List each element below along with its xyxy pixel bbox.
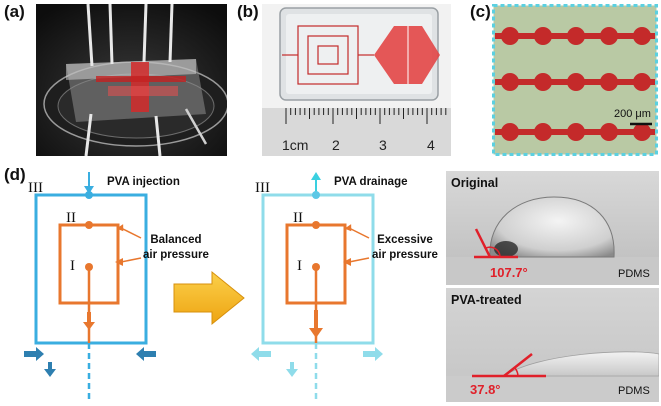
balanced-annot-line1: Balanced bbox=[150, 234, 202, 246]
treated-title: PVA-treated bbox=[451, 293, 522, 307]
panel-label-c: (c) bbox=[470, 2, 491, 21]
treated-angle: 37.8° bbox=[470, 382, 501, 397]
original-angle: 107.7° bbox=[490, 265, 528, 280]
schematic-left: III II I bbox=[24, 172, 156, 402]
scale-bar-label: 200 μm bbox=[614, 108, 651, 120]
channel-bulb bbox=[534, 123, 552, 141]
channel-bulb bbox=[600, 73, 618, 91]
channel-bulb bbox=[567, 27, 585, 45]
panel-label-a: (a) bbox=[4, 2, 25, 21]
ruler-label-3: 3 bbox=[379, 137, 387, 153]
numeral-II-right: II bbox=[293, 210, 303, 226]
channel-bulb bbox=[633, 73, 651, 91]
numeral-I-left: I bbox=[70, 258, 75, 274]
device-photo-a bbox=[36, 4, 227, 156]
channel-bulb bbox=[633, 27, 651, 45]
annotation-arrows-left bbox=[115, 224, 142, 266]
original-material: PDMS bbox=[618, 268, 650, 280]
balanced-annotation: Balanced air pressure bbox=[143, 233, 209, 263]
ruler-label-1cm: 1cm bbox=[282, 137, 308, 153]
excessive-annotation: Excessive air pressure bbox=[372, 233, 438, 263]
channel-bulb bbox=[534, 73, 552, 91]
channel-bulb bbox=[600, 123, 618, 141]
channel-bulb bbox=[567, 73, 585, 91]
contact-angle-photo-original: Original 107.7° PDMS bbox=[446, 171, 659, 285]
panel-label-b: (b) bbox=[237, 2, 259, 21]
original-title: Original bbox=[451, 176, 498, 190]
ruler-label-2: 2 bbox=[332, 137, 340, 153]
excessive-annot-line1: Excessive bbox=[377, 234, 433, 246]
panel-label-d: (d) bbox=[4, 165, 26, 184]
channel-bulb bbox=[501, 27, 519, 45]
transition-arrow bbox=[173, 270, 245, 326]
numeral-II-left: II bbox=[66, 210, 76, 226]
contact-angle-photo-treated: PVA-treated 37.8° PDMS bbox=[446, 288, 659, 402]
inlet-label: PVA injection bbox=[107, 176, 180, 188]
chip-photo-b: 1cm 2 3 4 bbox=[262, 4, 451, 156]
channel-bulb bbox=[501, 123, 519, 141]
channel-bulb bbox=[600, 27, 618, 45]
microscopy-photo-c: 200 μm bbox=[492, 4, 658, 156]
excessive-annot-line2: air pressure bbox=[372, 249, 438, 261]
numeral-I-right: I bbox=[297, 258, 302, 274]
outlet-label: PVA drainage bbox=[334, 176, 408, 188]
channel-bulb bbox=[633, 123, 651, 141]
numeral-III-right: III bbox=[255, 180, 270, 196]
channel-bulb bbox=[501, 73, 519, 91]
channel-bulb bbox=[567, 123, 585, 141]
annotation-arrows-right bbox=[343, 224, 370, 266]
ruler-label-4: 4 bbox=[427, 137, 435, 153]
numeral-III-left: III bbox=[28, 180, 43, 196]
schematic-right: III II I bbox=[251, 172, 383, 402]
treated-material: PDMS bbox=[618, 385, 650, 397]
balanced-annot-line2: air pressure bbox=[143, 249, 209, 261]
channel-bulb bbox=[534, 27, 552, 45]
